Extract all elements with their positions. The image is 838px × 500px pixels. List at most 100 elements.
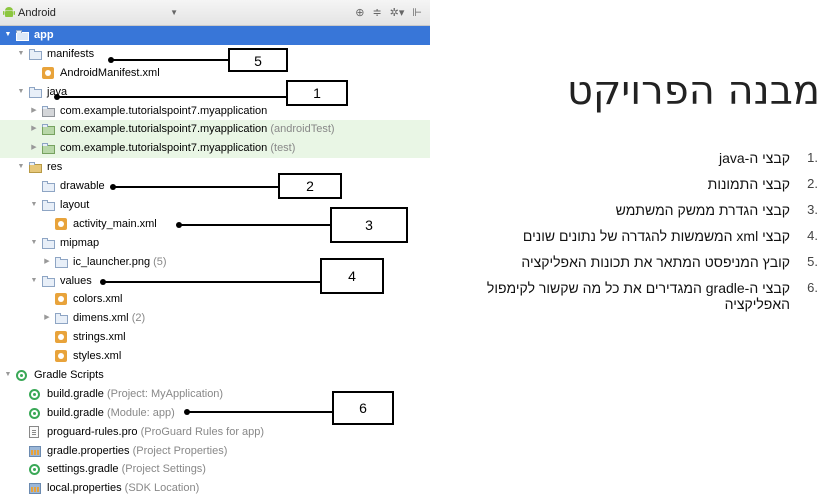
view-mode-dropdown[interactable]: Android ▼ bbox=[18, 5, 182, 21]
folder-icon bbox=[29, 86, 43, 98]
tree-row[interactable]: styles.xml bbox=[0, 347, 430, 366]
tree-row-hint: (test) bbox=[270, 142, 296, 155]
expand-arrow-icon[interactable]: ▼ bbox=[30, 238, 38, 246]
android-icon bbox=[3, 7, 15, 17]
tree-row[interactable]: strings.xml bbox=[0, 328, 430, 347]
properties-icon bbox=[29, 482, 43, 495]
callout-leader-4 bbox=[100, 279, 320, 285]
tree-row-label: build.gradle bbox=[47, 406, 104, 419]
tree-row-label: proguard-rules.pro bbox=[47, 425, 138, 438]
callout-leader-3 bbox=[176, 222, 330, 228]
tree-row[interactable]: build.gradle (Project: MyApplication) bbox=[0, 385, 430, 404]
tree-row-label: com.example.tutorialspoint7.myapplicatio… bbox=[60, 123, 268, 136]
tree-row-hint: (Project: MyApplication) bbox=[106, 387, 224, 400]
slide-list-item: 5.קובץ המניפסט המתאר את תכונות האפליקציה bbox=[428, 254, 818, 270]
tree-row-label: manifests bbox=[47, 47, 95, 60]
tree-row[interactable]: local.properties (SDK Location) bbox=[0, 479, 430, 498]
tree-row[interactable]: settings.gradle (Project Settings) bbox=[0, 460, 430, 479]
collapse-arrow-icon[interactable]: ▶ bbox=[31, 144, 37, 152]
list-text: קובץ המניפסט המתאר את תכונות האפליקציה bbox=[521, 254, 790, 270]
list-text: קבצי התמונות bbox=[707, 176, 790, 192]
expand-arrow-icon[interactable]: ▼ bbox=[4, 371, 12, 379]
list-text: קבצי ה-gradle המגדירים את כל מה שקשור לק… bbox=[486, 280, 790, 312]
tree-row-hint: (ProGuard Rules for app) bbox=[140, 425, 265, 438]
tree-row[interactable]: drawable bbox=[0, 177, 430, 196]
tree-row-label: dimens.xml bbox=[73, 312, 129, 325]
list-text: קבצי הגדרת ממשק המשתמש bbox=[615, 202, 790, 218]
target-icon[interactable]: ⊕ bbox=[355, 7, 365, 19]
tree-row[interactable]: ▼app bbox=[0, 26, 430, 45]
tree-row[interactable]: ▼Gradle Scripts bbox=[0, 366, 430, 385]
tree-row-hint: (Project Settings) bbox=[121, 463, 206, 476]
callout-2: 2 bbox=[278, 173, 342, 199]
callout-4: 4 bbox=[320, 258, 384, 294]
collapse-arrow-icon[interactable]: ▶ bbox=[31, 106, 37, 114]
tree-row[interactable]: activity_main.xml bbox=[0, 215, 430, 234]
tree-row[interactable]: proguard-rules.pro (ProGuard Rules for a… bbox=[0, 423, 430, 442]
tree-row-label: activity_main.xml bbox=[73, 217, 157, 230]
tree-row[interactable]: ▼mipmap bbox=[0, 234, 430, 253]
test-package-icon bbox=[42, 142, 56, 155]
folder-icon bbox=[55, 256, 69, 268]
tree-row[interactable]: ▶ com.example.tutorialspoint7.myapplicati… bbox=[0, 139, 430, 159]
tree-row[interactable]: ▼res bbox=[0, 158, 430, 177]
tree-row[interactable]: ▼values bbox=[0, 272, 430, 291]
tree-row[interactable]: ▼ java bbox=[0, 83, 430, 102]
callout-3: 3 bbox=[330, 207, 408, 243]
expand-arrow-icon[interactable]: ▼ bbox=[4, 31, 12, 38]
expand-arrow-icon[interactable]: ▼ bbox=[17, 163, 25, 171]
tree-row[interactable]: colors.xml bbox=[0, 290, 430, 309]
expand-arrow-icon[interactable]: ▼ bbox=[30, 201, 38, 209]
collapse-arrow-icon[interactable]: ▶ bbox=[44, 314, 50, 322]
tree-row-label: com.example.tutorialspoint7.myapplicatio… bbox=[60, 142, 268, 155]
tree-row-label: AndroidManifest.xml bbox=[60, 66, 160, 79]
tree-row-hint: (SDK Location) bbox=[124, 482, 200, 495]
tree-row[interactable]: build.gradle (Module: app) bbox=[0, 404, 430, 423]
xml-icon bbox=[55, 217, 69, 230]
app-folder-icon bbox=[16, 29, 30, 41]
folder-icon bbox=[42, 180, 56, 193]
folder-icon bbox=[42, 199, 56, 212]
tree-row[interactable]: ▼ manifests bbox=[0, 45, 430, 64]
tree-row-label: styles.xml bbox=[73, 350, 122, 363]
tree-row[interactable]: ▶ com.example.tutorialspoint7.myapplicati… bbox=[0, 120, 430, 140]
gradle-icon bbox=[29, 463, 43, 476]
expand-arrow-icon[interactable]: ▼ bbox=[30, 276, 38, 284]
folder-icon bbox=[42, 237, 56, 249]
res-folder-icon bbox=[29, 161, 43, 174]
tree-row-label: settings.gradle bbox=[47, 463, 119, 476]
tree-row[interactable]: ▼layout bbox=[0, 196, 430, 215]
callout-5: 5 bbox=[228, 48, 288, 72]
callout-leader-2 bbox=[110, 184, 278, 190]
list-number: 2. bbox=[807, 176, 818, 191]
toolbar-actions: ⊕ ≑ ✲▾ ⊩ bbox=[355, 5, 422, 21]
tree-row-hint: (Project Properties) bbox=[132, 444, 228, 457]
list-number: 4. bbox=[807, 228, 818, 243]
tree-row[interactable]: ▶ com.example.tutorialspoint7.myapplicati… bbox=[0, 102, 430, 121]
tree-row-label: strings.xml bbox=[73, 331, 126, 344]
tree-row-label: com.example.tutorialspoint7.myapplicatio… bbox=[60, 104, 268, 117]
tree-row[interactable]: AndroidManifest.xml bbox=[0, 64, 430, 83]
tree-row-hint: (Module: app) bbox=[106, 406, 175, 419]
collapse-arrow-icon[interactable]: ▶ bbox=[44, 257, 50, 265]
tree-row-label: build.gradle bbox=[47, 387, 104, 400]
tree-row[interactable]: ▶ic_launcher.png (5) bbox=[0, 253, 430, 272]
callout-leader-6 bbox=[184, 409, 332, 415]
tree-row[interactable]: gradle.properties (Project Properties) bbox=[0, 442, 430, 461]
collapse-icon[interactable]: ≑ bbox=[372, 7, 382, 19]
slide-title: מבנה הפרויקט bbox=[566, 68, 820, 114]
tree-row-label: gradle.properties bbox=[47, 444, 130, 457]
tree-row[interactable]: ▶dimens.xml (2) bbox=[0, 309, 430, 328]
tree-row-label: colors.xml bbox=[73, 293, 123, 306]
xml-icon bbox=[42, 66, 56, 79]
project-toolbar: Android ▼ ⊕ ≑ ✲▾ ⊩ bbox=[0, 0, 430, 26]
gear-icon[interactable]: ✲▾ bbox=[389, 7, 405, 19]
expand-arrow-icon[interactable]: ▼ bbox=[17, 87, 25, 95]
callout-1: 1 bbox=[286, 80, 348, 106]
tree-row-label: java bbox=[47, 85, 68, 98]
folder-icon bbox=[55, 312, 69, 325]
hide-icon[interactable]: ⊩ bbox=[412, 7, 422, 19]
expand-arrow-icon[interactable]: ▼ bbox=[17, 49, 25, 57]
collapse-arrow-icon[interactable]: ▶ bbox=[31, 125, 37, 133]
file-icon bbox=[29, 425, 43, 438]
